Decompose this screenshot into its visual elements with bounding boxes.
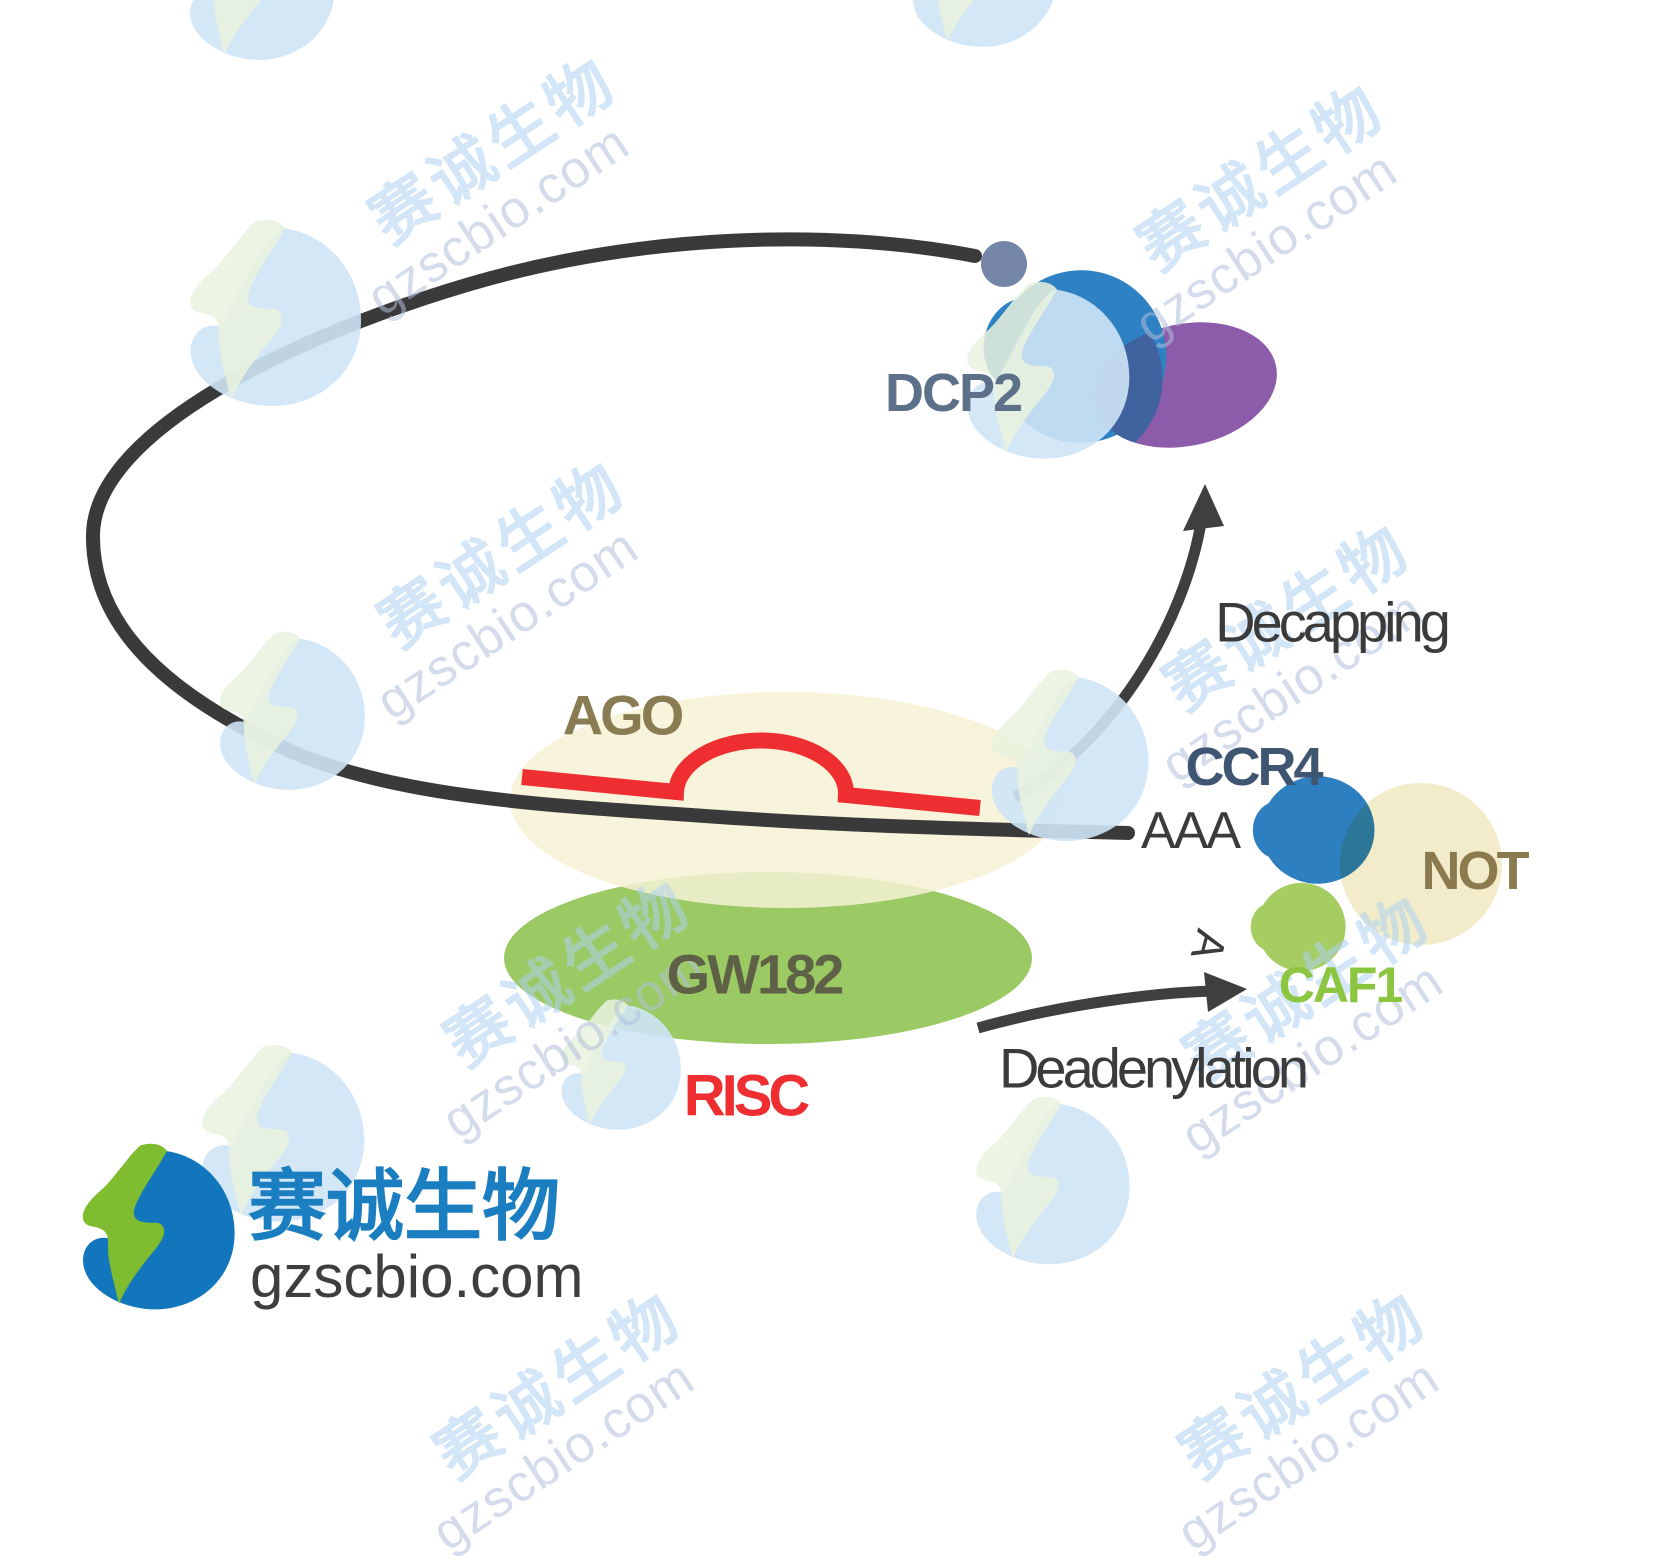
deadenylation-arrowhead [1204,972,1247,1012]
gw182-label: GW182 [666,942,845,1006]
watermark-logo-icon [189,0,335,60]
mirna-line [521,732,981,816]
company-name: 赛诚生物 [248,1162,561,1250]
watermark-logo-icon [219,631,365,790]
dcp2-overlap-shade [1093,322,1163,448]
risc-label: RISC [683,1063,811,1129]
mirna-silencing-diagram: .emblem-faint{--c1:rgba(206,228,246,0.9)… [82,0,1530,1562]
deadenylation-arrow-line [976,985,1213,1034]
mrna-loop-line [85,232,1135,840]
diagram-canvas: .emblem-faint{--c1:rgba(206,228,246,0.9)… [82,0,1502,1310]
watermark-logo-icon [912,0,1058,47]
watermark-logo-icon [190,220,361,407]
deadenylation-label: Deadenylation [998,1036,1309,1100]
decapping-label: Decapping [1215,590,1451,654]
gw182-ellipse [504,872,1032,1044]
ccr4-label: CCR4 [1185,737,1323,797]
not-complex-circle [1340,783,1502,945]
ago-label: AGO [562,683,685,747]
polya-tail-label: AAA [1140,802,1241,860]
not-label: NOT [1421,841,1530,901]
watermark-line2: gzscbio.com [422,1348,705,1562]
watermark-logo-icon [976,1096,1130,1265]
mrna-cap-circle [981,241,1027,287]
company-website: gzscbio.com [250,1243,584,1310]
caf1-label: CAF1 [1278,957,1404,1013]
decapping-arrowhead [1183,484,1224,531]
watermark-line2: gzscbio.com [1167,1348,1450,1562]
ago-ellipse [510,692,1062,908]
dcp2-label: DCP2 [884,363,1023,423]
